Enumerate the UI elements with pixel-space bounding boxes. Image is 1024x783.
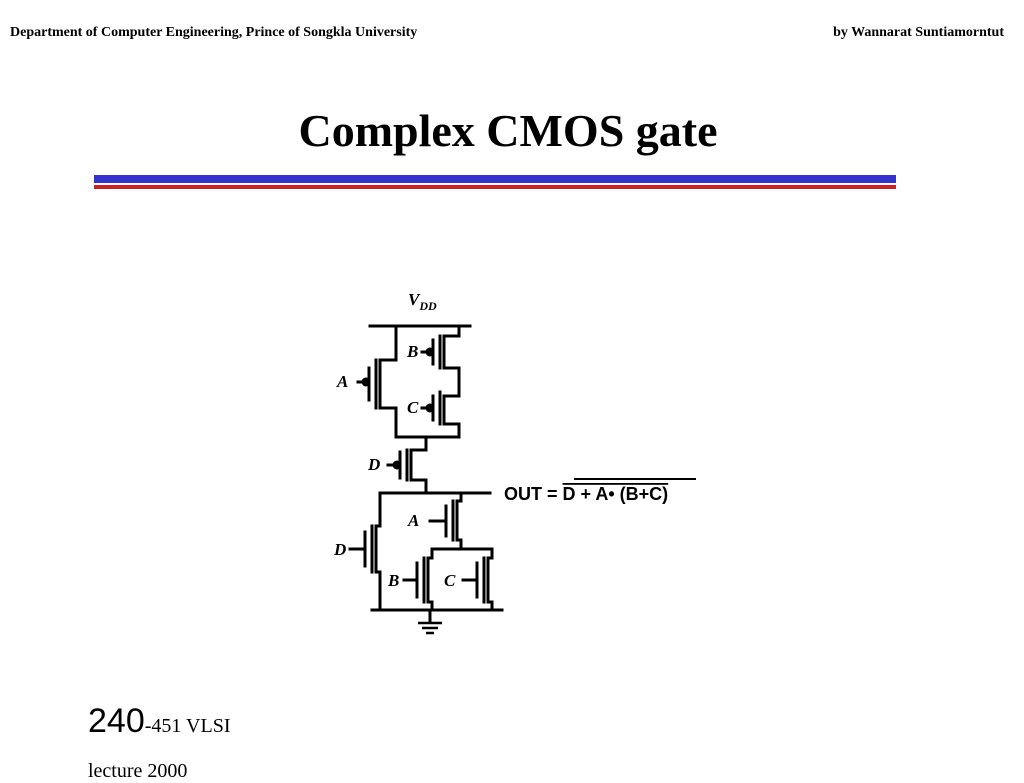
pmos-a-label: A bbox=[336, 372, 348, 391]
nmos-c-terminals bbox=[486, 556, 494, 604]
course-name: -451 VLSI bbox=[144, 715, 231, 737]
nmos-a-terminals bbox=[455, 499, 463, 542]
pmos-c-bubble bbox=[425, 403, 435, 413]
pmos-b-terminals bbox=[442, 334, 461, 370]
nmos-b-terminals bbox=[426, 556, 434, 604]
nmos-a-label: A bbox=[407, 511, 419, 530]
vdd-label: VDD bbox=[408, 290, 437, 313]
pmos-c-label: C bbox=[407, 398, 419, 417]
footer-course: 240-451 VLSI bbox=[88, 702, 230, 741]
pmos-b-label: B bbox=[406, 342, 418, 361]
output-expression: D + A• (B+C) bbox=[563, 484, 669, 504]
ground-icon bbox=[418, 621, 442, 635]
title-rule-red bbox=[94, 185, 896, 189]
title-rule-blue bbox=[94, 175, 896, 183]
pmos-d-bubble bbox=[392, 460, 402, 470]
pmos-d-label: D bbox=[367, 455, 380, 474]
cmos-circuit-diagram: VDD A B C D A D B C OUT = D + A• (B+C) bbox=[333, 290, 696, 635]
output-equation: OUT = D + A• (B+C) bbox=[504, 484, 668, 504]
pmos-d-terminals bbox=[409, 448, 428, 482]
nmos-d-label: D bbox=[333, 540, 346, 559]
pmos-b-bubble bbox=[425, 347, 435, 357]
nmos-c-label: C bbox=[444, 571, 456, 590]
pmos-a-terminals bbox=[378, 358, 398, 410]
header-author: by Wannarat Suntiamorntut bbox=[833, 25, 1004, 40]
slide-title: Complex CMOS gate bbox=[298, 105, 718, 156]
footer-lecture: lecture 2000 bbox=[88, 760, 188, 782]
output-prefix: OUT = bbox=[504, 484, 563, 504]
nmos-d-terminals bbox=[374, 524, 382, 574]
nmos-b-label: B bbox=[387, 571, 399, 590]
course-number: 240 bbox=[88, 702, 145, 740]
pmos-a-bubble bbox=[361, 377, 371, 387]
pmos-c-terminals bbox=[442, 394, 461, 426]
header-department: Department of Computer Engineering, Prin… bbox=[10, 25, 418, 40]
